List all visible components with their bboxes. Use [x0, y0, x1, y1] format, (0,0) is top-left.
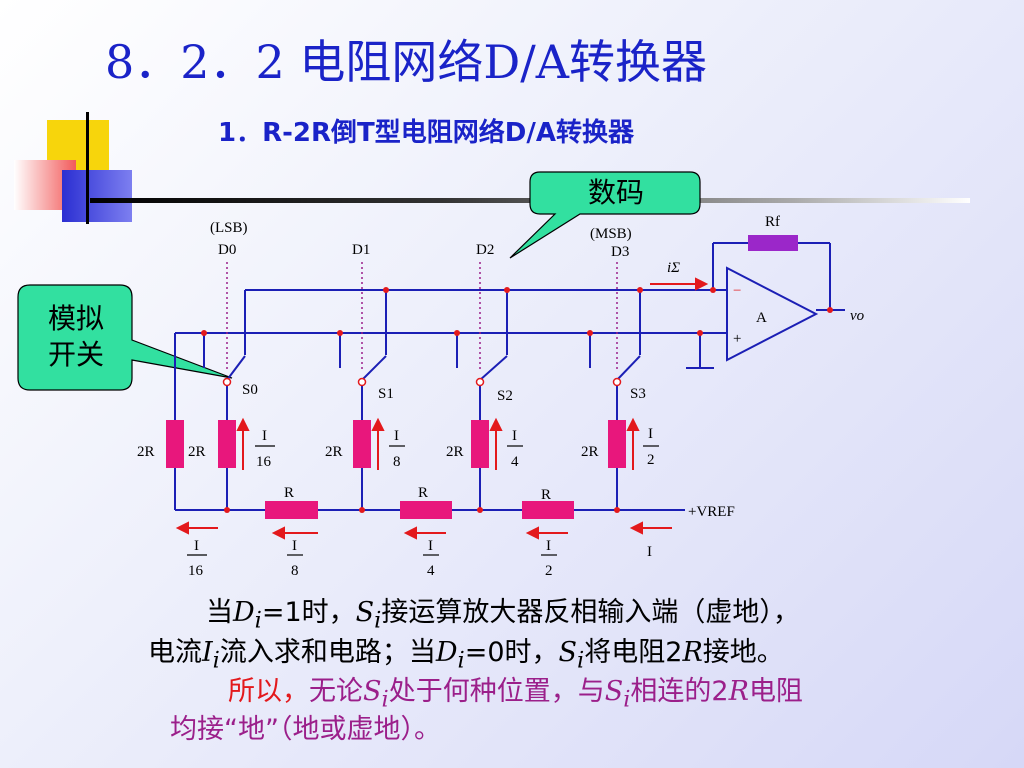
switch-s2: S2 — [497, 388, 513, 404]
switch-s3: S3 — [630, 386, 646, 402]
explanation-line-4: 均接“地”（地或虚地）。 — [170, 714, 441, 745]
lsb-label: (LSB) — [210, 220, 248, 236]
resistors — [166, 420, 626, 519]
branch-current-num-1: I — [394, 428, 399, 444]
switch-s0: S0 — [242, 382, 258, 398]
vref-label: +VREF — [688, 504, 735, 520]
branch-current-num-2: I — [512, 428, 517, 444]
digit-d1: D1 — [352, 242, 370, 258]
explanation-line-3: 所以，无论Si处于何种位置，与Si相连的2R电阻 — [228, 676, 803, 713]
resistor-2r-label-2: 2R — [325, 444, 343, 460]
resistor-r-label-0: R — [284, 485, 294, 501]
feedback-resistor — [748, 235, 798, 251]
fraction-bars — [187, 445, 659, 556]
branch-current-den-2: 4 — [511, 454, 519, 470]
callout-digital-bubble — [509, 171, 701, 259]
resistor-r-label-1: R — [418, 485, 428, 501]
circuit-wires — [174, 242, 845, 511]
branch-current-den-0: 16 — [256, 454, 272, 470]
bottom-current-num-0: I — [194, 538, 199, 554]
digit-control-lines — [226, 262, 618, 372]
decor-blue-square — [62, 170, 132, 222]
resistor-2r-label-4: 2R — [581, 444, 599, 460]
bottom-current-den-3: 2 — [545, 563, 553, 579]
switch-pivots — [222, 377, 622, 387]
digit-d3: D3 — [611, 244, 629, 260]
bottom-current-num-3: I — [546, 538, 551, 554]
rf-label: Rf — [765, 214, 780, 230]
bottom-current-num-1: I — [292, 538, 297, 554]
branch-current-den-3: 2 — [647, 452, 655, 468]
slide-subtitle: 1．R-2R倒T型电阻网络D/A转换器 — [218, 118, 634, 148]
junction-dots — [201, 287, 833, 513]
opamp-label: A — [756, 310, 767, 326]
decor-vertical-line — [86, 112, 89, 224]
opamp-plus: + — [733, 331, 741, 347]
resistor-2r-label-3: 2R — [446, 444, 464, 460]
msb-label: (MSB) — [590, 226, 632, 242]
slide-title: 8．2．2 电阻网络D/A转换器 — [105, 35, 708, 89]
bottom-current-den-0: 16 — [188, 563, 204, 579]
resistor-2r-label-1: 2R — [188, 444, 206, 460]
bottom-current-den-1: 8 — [291, 563, 299, 579]
callout-digital-text: 数码 — [587, 176, 644, 209]
callout-switch-line2: 开关 — [47, 338, 104, 371]
explanation-line-2: 电流Ii流入求和电路；当Di=0时，Si将电阻2R接地。 — [148, 637, 784, 674]
sum-current: iΣ — [667, 260, 680, 276]
resistor-2r-label-0: 2R — [137, 444, 155, 460]
bottom-current-num-2: I — [428, 538, 433, 554]
digit-d0: D0 — [218, 242, 236, 258]
output-vo: vo — [850, 308, 865, 324]
bottom-current-num-4: I — [647, 544, 652, 560]
branch-current-num-3: I — [648, 426, 653, 442]
callout-switch-bubble — [17, 284, 233, 391]
explanation-line-1: 当Di=1时，Si接运算放大器反相输入端（虚地）， — [206, 597, 800, 634]
switch-s1: S1 — [378, 386, 394, 402]
digit-d2: D2 — [476, 242, 494, 258]
opamp-minus: − — [733, 283, 741, 299]
branch-current-num-0: I — [262, 428, 267, 444]
branch-current-den-1: 8 — [393, 454, 401, 470]
callout-switch-line1: 模拟 — [47, 302, 104, 335]
current-arrows — [175, 277, 709, 540]
bottom-current-den-2: 4 — [427, 563, 435, 579]
resistor-r-label-2: R — [541, 487, 551, 503]
opamp-symbol — [726, 266, 819, 362]
